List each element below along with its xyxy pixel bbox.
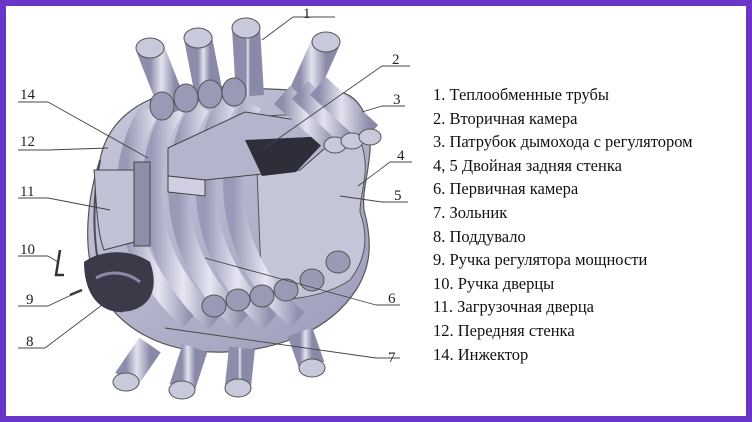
legend-item: 9. Ручка регулятора мощности bbox=[433, 250, 648, 270]
ash-box bbox=[84, 252, 154, 312]
leader-lines bbox=[18, 16, 412, 359]
callout-8: 8 bbox=[26, 334, 34, 350]
chimney-pipes bbox=[274, 77, 382, 154]
legend-list: 1. Теплообменные трубы 2. Вторичная каме… bbox=[433, 83, 693, 366]
callout-numbers: 1 2 3 4 5 6 7 8 9 10 11 12 14 bbox=[20, 6, 405, 366]
legend-item: 11. Загрузочная дверца bbox=[433, 297, 595, 317]
door-handle bbox=[54, 249, 64, 277]
legend-item: 3. Патрубок дымохода с регулятором bbox=[433, 132, 693, 152]
bottom-pipes bbox=[112, 250, 351, 400]
callout-10: 10 bbox=[20, 242, 35, 258]
callout-11: 11 bbox=[20, 184, 34, 200]
legend-item: 12. Передняя стенка bbox=[433, 320, 575, 340]
callout-1: 1 bbox=[303, 6, 311, 22]
callout-7: 7 bbox=[388, 350, 396, 366]
callout-3: 3 bbox=[393, 92, 401, 108]
callout-4: 4 bbox=[397, 148, 405, 164]
legend-item: 14. Инжектор bbox=[433, 344, 529, 364]
legend-item: 8. Поддувало bbox=[433, 226, 526, 246]
legend-item: 2. Вторичная камера bbox=[433, 108, 578, 128]
legend-item: 4, 5 Двойная задняя стенка bbox=[433, 155, 622, 175]
callout-5: 5 bbox=[394, 188, 402, 204]
callout-9: 9 bbox=[26, 292, 34, 308]
legend-item: 10. Ручка дверцы bbox=[433, 273, 555, 293]
legend-item: 1. Теплообменные трубы bbox=[433, 85, 609, 104]
callout-2: 2 bbox=[392, 52, 400, 68]
callout-14: 14 bbox=[20, 87, 36, 103]
callout-6: 6 bbox=[388, 291, 396, 307]
legend-item: 6. Первичная камера bbox=[433, 179, 579, 199]
callout-12: 12 bbox=[20, 134, 35, 150]
loading-door bbox=[93, 161, 151, 251]
legend-item: 7. Зольник bbox=[433, 202, 508, 222]
